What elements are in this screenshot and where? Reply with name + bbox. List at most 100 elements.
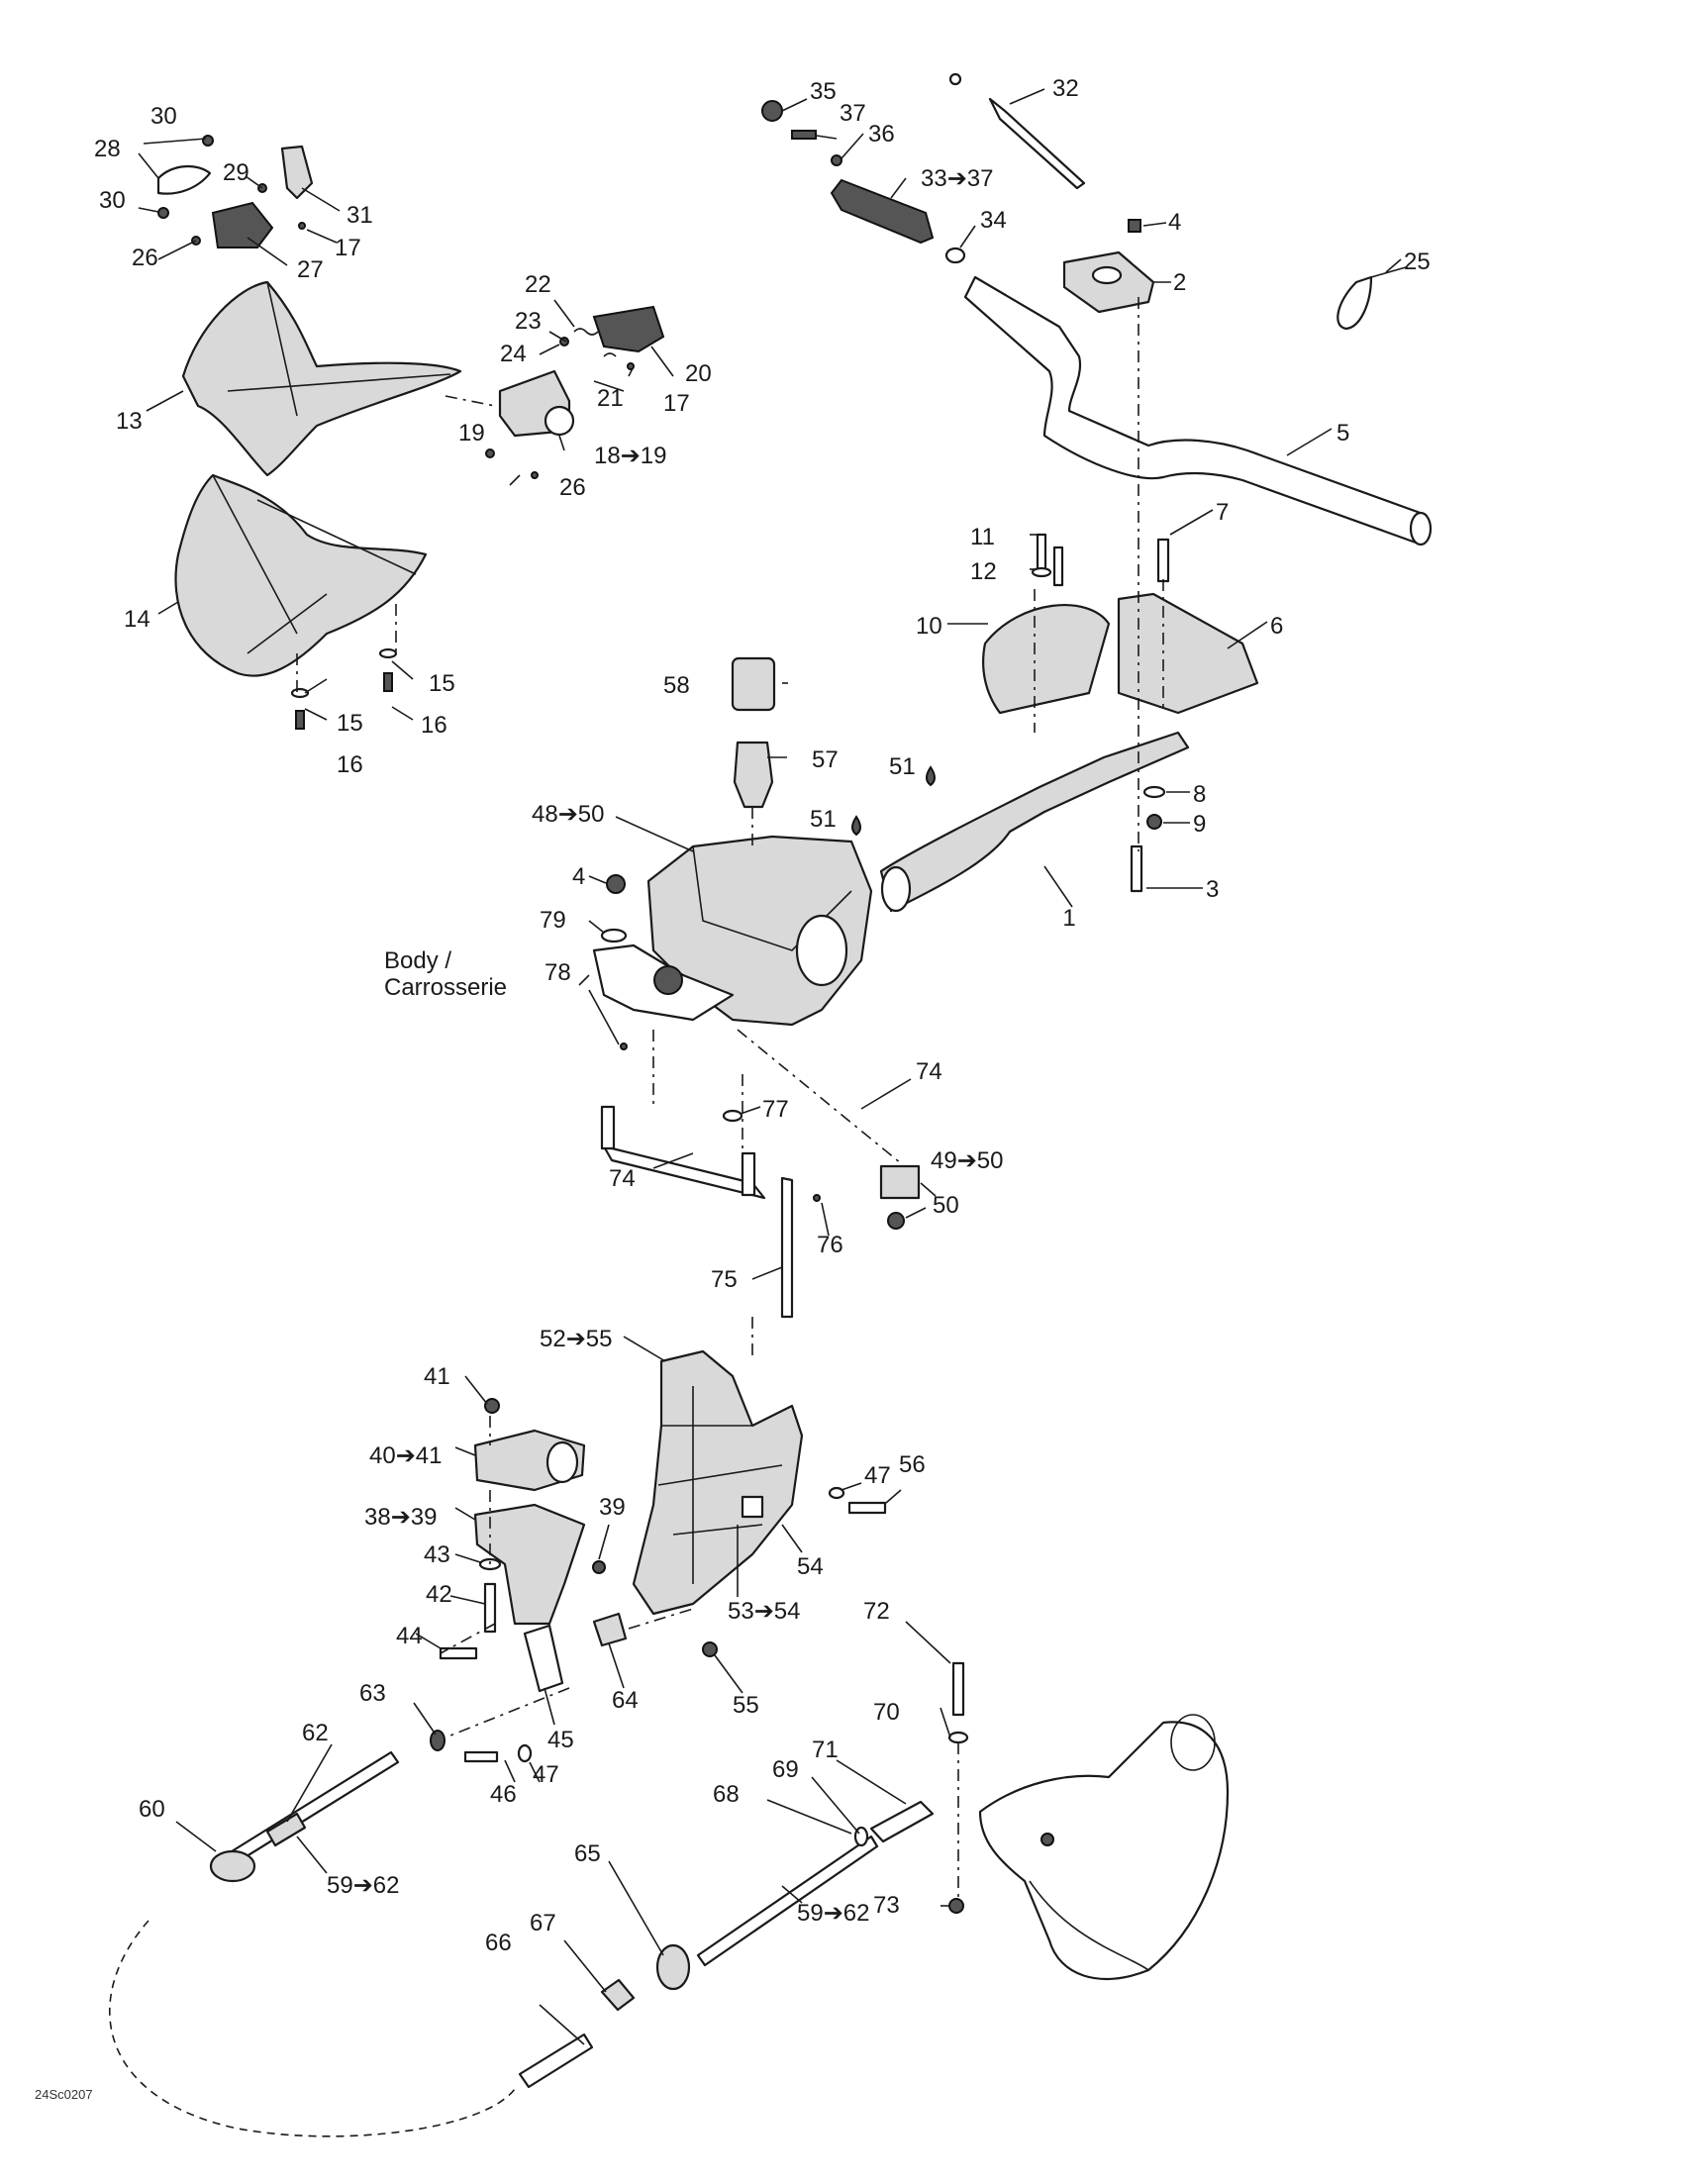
callout-43: 43 bbox=[424, 1541, 450, 1568]
callout-24: 24 bbox=[500, 341, 527, 367]
callout-13: 13 bbox=[116, 408, 143, 435]
callout-68: 68 bbox=[713, 1781, 740, 1808]
callout-59b: 59➔62 bbox=[797, 1900, 870, 1927]
callout-5: 5 bbox=[1336, 420, 1349, 447]
callout-51a: 51 bbox=[889, 753, 916, 780]
small-screws-top-left bbox=[157, 135, 306, 246]
callout-50: 50 bbox=[933, 1192, 959, 1219]
part-71-rod-end bbox=[869, 1800, 935, 1843]
cable-and-nozzle-assembly bbox=[108, 1661, 1230, 2137]
callout-18: 18➔19 bbox=[594, 443, 667, 469]
callout-22: 22 bbox=[525, 271, 551, 298]
callout-14: 14 bbox=[124, 606, 150, 633]
drawing-code: 24Sc0207 bbox=[35, 2087, 93, 2102]
handlebar-assembly bbox=[761, 72, 1433, 546]
callout-69: 69 bbox=[772, 1756, 799, 1783]
part-45-lever bbox=[523, 1624, 564, 1693]
callout-4a: 4 bbox=[1168, 209, 1181, 236]
callout-64: 64 bbox=[612, 1687, 639, 1714]
part-13-upper-cover bbox=[181, 280, 462, 477]
callout-55: 55 bbox=[733, 1692, 759, 1719]
part-10-column-cover bbox=[982, 604, 1111, 715]
housing-assembly bbox=[592, 835, 921, 1319]
callout-2: 2 bbox=[1173, 269, 1186, 296]
callout-30a: 30 bbox=[150, 103, 177, 130]
callout-34: 34 bbox=[980, 207, 1007, 234]
callout-17a: 17 bbox=[335, 235, 361, 261]
callout-3: 3 bbox=[1206, 876, 1219, 903]
callout-63: 63 bbox=[359, 1680, 386, 1707]
callout-41: 41 bbox=[424, 1363, 450, 1390]
callout-58: 58 bbox=[663, 672, 690, 699]
callout-30b: 30 bbox=[99, 187, 126, 214]
callout-59a: 59➔62 bbox=[327, 1872, 400, 1899]
part-58-bushing bbox=[731, 656, 776, 712]
part-32-throttle-lever bbox=[988, 97, 1086, 190]
part-52-lower-bracket bbox=[632, 1349, 804, 1616]
callout-45: 45 bbox=[547, 1727, 574, 1753]
callout-19: 19 bbox=[458, 420, 485, 447]
callout-74b: 74 bbox=[609, 1165, 636, 1192]
callout-7: 7 bbox=[1216, 499, 1229, 526]
callout-40: 40➔41 bbox=[369, 1442, 443, 1469]
part-64-ball-joint bbox=[592, 1612, 628, 1647]
callout-26b: 26 bbox=[559, 474, 586, 501]
part-66-sleeve bbox=[518, 2033, 594, 2089]
part-27-bracket bbox=[211, 201, 274, 248]
callout-57: 57 bbox=[812, 746, 839, 773]
callout-9: 9 bbox=[1193, 811, 1206, 838]
leader-lines bbox=[138, 88, 1402, 2045]
callout-74a: 74 bbox=[916, 1058, 942, 1085]
callout-73: 73 bbox=[873, 1892, 900, 1919]
part-34-washer bbox=[944, 247, 966, 264]
body-label-line2: Carrosserie bbox=[384, 974, 507, 1001]
washers-screws-15-16 bbox=[290, 647, 398, 730]
callout-77: 77 bbox=[762, 1096, 789, 1123]
part-60-cable-adapter bbox=[209, 1849, 256, 1883]
lower-linkage-assembly bbox=[430, 1349, 887, 1763]
callout-31: 31 bbox=[346, 202, 373, 229]
callout-70: 70 bbox=[873, 1699, 900, 1726]
callout-39: 39 bbox=[599, 1494, 626, 1521]
callout-35: 35 bbox=[810, 78, 837, 105]
callout-4b: 4 bbox=[572, 863, 585, 890]
callout-16a: 16 bbox=[421, 712, 447, 739]
callout-29: 29 bbox=[223, 159, 249, 186]
callout-38: 38➔39 bbox=[364, 1504, 438, 1531]
callout-49: 49➔50 bbox=[931, 1147, 1004, 1174]
callout-56: 56 bbox=[899, 1451, 926, 1478]
callout-15a: 15 bbox=[429, 670, 455, 697]
callout-25: 25 bbox=[1404, 248, 1431, 275]
callout-28: 28 bbox=[94, 136, 121, 162]
part-49-rubber-block bbox=[879, 1164, 921, 1200]
part-74-mount-plate bbox=[602, 1144, 766, 1200]
callout-11: 11 bbox=[970, 524, 995, 550]
part-68-cable bbox=[696, 1835, 879, 1967]
callout-44: 44 bbox=[396, 1623, 423, 1649]
callout-8: 8 bbox=[1193, 781, 1206, 808]
callout-65: 65 bbox=[574, 1840, 601, 1867]
handlebar-cover-assembly bbox=[156, 135, 665, 730]
callout-78: 78 bbox=[544, 959, 571, 986]
callout-51b: 51 bbox=[810, 806, 837, 833]
callout-52: 52➔55 bbox=[540, 1326, 613, 1352]
part-65-nut bbox=[655, 1943, 691, 1991]
part-33-grip bbox=[830, 178, 935, 245]
callout-42: 42 bbox=[426, 1581, 452, 1608]
part-14-lower-cover bbox=[174, 473, 428, 677]
callout-60: 60 bbox=[139, 1796, 165, 1823]
callout-53: 53➔54 bbox=[728, 1598, 801, 1625]
callout-67: 67 bbox=[530, 1910, 556, 1936]
callout-1: 1 bbox=[1062, 905, 1075, 932]
callout-labels: 1 2 3 4 4 5 6 7 8 9 10 11 12 13 14 15 15… bbox=[35, 75, 1431, 2102]
callout-32: 32 bbox=[1052, 75, 1079, 102]
part-1-steering-column bbox=[879, 731, 1190, 913]
callout-37: 37 bbox=[840, 100, 866, 127]
jet-pump-nozzle bbox=[978, 1721, 1230, 1980]
callout-23: 23 bbox=[515, 308, 542, 335]
callout-75: 75 bbox=[711, 1266, 738, 1293]
part-35-end-cap bbox=[761, 100, 783, 122]
part-20-switch-cover bbox=[592, 305, 665, 353]
callout-79: 79 bbox=[540, 907, 566, 934]
